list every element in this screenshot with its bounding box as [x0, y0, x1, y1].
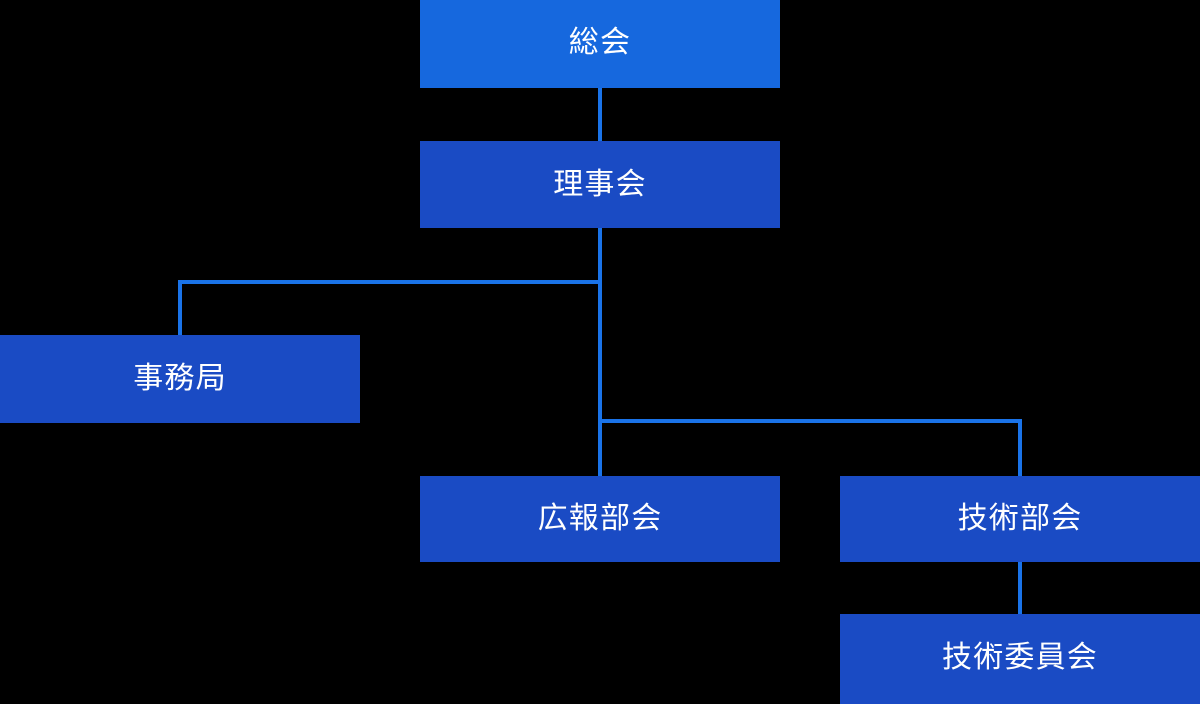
connector-general-assembly-to-board [598, 88, 602, 144]
connector-board-trunk [598, 226, 602, 478]
org-node-tech-committee-label: 技術委員会 [942, 641, 1098, 674]
org-node-tech-division-label: 技術部会 [957, 502, 1083, 535]
org-node-tech-committee[interactable]: 技術委員会 [840, 614, 1200, 704]
org-node-pr-division[interactable]: 広報部会 [420, 476, 780, 562]
org-node-pr-division-label: 広報部会 [537, 502, 663, 535]
connector-board-to-tech-division-vertical [1018, 419, 1022, 478]
org-node-general-assembly[interactable]: 総会 [420, 0, 780, 88]
org-node-tech-division[interactable]: 技術部会 [840, 476, 1200, 562]
org-node-general-assembly-label: 総会 [568, 26, 632, 59]
connector-board-to-secretariat-vertical [178, 280, 182, 337]
org-node-secretariat-label: 事務局 [133, 362, 227, 395]
connector-board-to-secretariat-horizontal [178, 280, 602, 284]
org-node-board-label: 理事会 [553, 167, 647, 201]
connector-tech-division-to-tech-committee [1018, 560, 1022, 616]
org-node-secretariat[interactable]: 事務局 [0, 335, 360, 423]
org-node-board[interactable]: 理事会 [420, 141, 780, 228]
connector-board-to-tech-division-horizontal [598, 419, 1022, 423]
